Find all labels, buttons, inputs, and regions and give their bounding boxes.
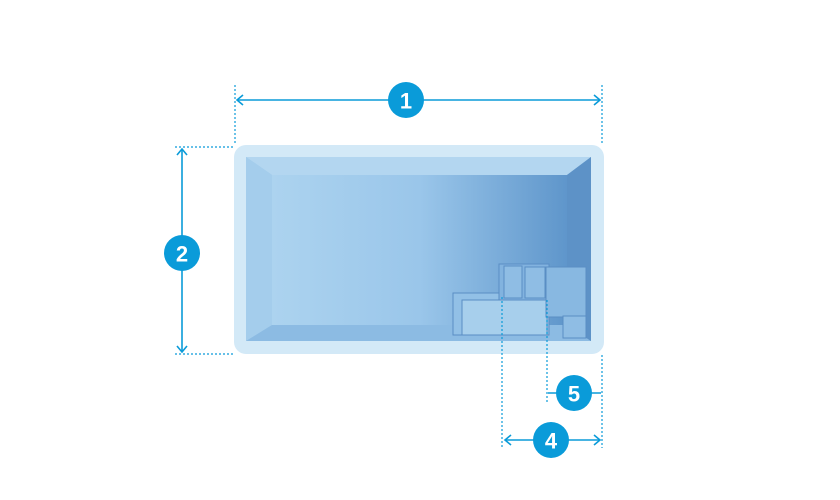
marker-5: 5 [556, 375, 592, 411]
pool [234, 145, 604, 354]
marker-label-2: 2 [176, 242, 188, 267]
guide-lines [175, 85, 603, 448]
marker-label-4: 4 [545, 429, 558, 454]
pool-wall-top [246, 157, 591, 175]
marker-2: 2 [164, 235, 200, 271]
marker-1: 1 [388, 82, 424, 118]
marker-4: 4 [533, 422, 569, 458]
marker-label-1: 1 [400, 89, 412, 114]
pool-steps [452, 263, 587, 339]
marker-label-5: 5 [568, 382, 580, 407]
pool-wall-left [246, 157, 272, 341]
